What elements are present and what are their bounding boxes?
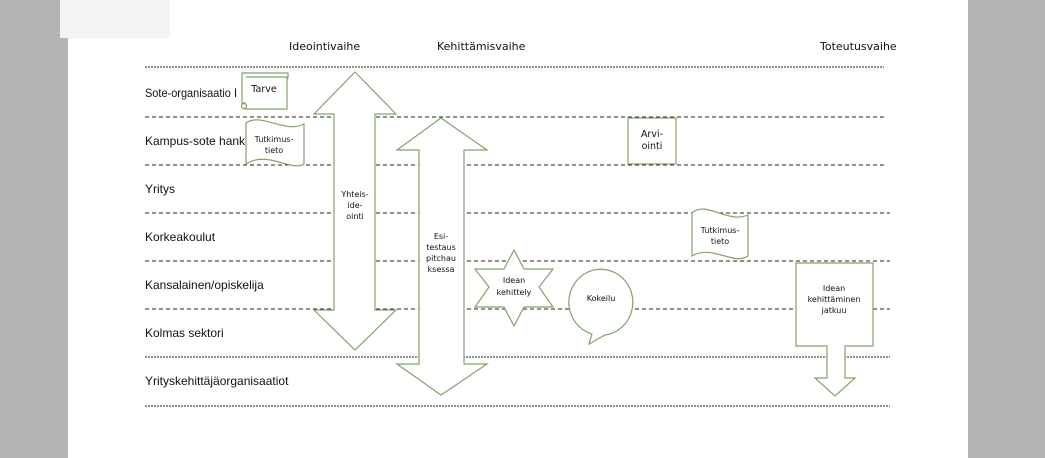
esitestaus-double-arrow: Esi- testaus pitchau ksessa <box>395 117 489 396</box>
lane-label: Yritys <box>145 182 175 196</box>
lane-label: Kampus-sote hanke <box>145 134 252 148</box>
phase-kehittamis: Kehittämisvaihe <box>437 40 526 53</box>
shape-text: Arvi- <box>641 129 663 140</box>
idean-kehittely-star: Idean kehittely <box>473 248 555 328</box>
tutkimustieto-wave-shape: Tutkimus- tieto <box>245 119 305 167</box>
shape-text: kehittely <box>497 288 532 297</box>
arviointi-box: Arvi- ointi <box>627 117 677 165</box>
tarve-scroll-shape: Tarve <box>240 72 289 110</box>
shape-text: ksessa <box>428 265 455 274</box>
shape-text: Idean <box>503 276 525 285</box>
shape-text: jatkuu <box>821 306 847 315</box>
shape-text: testaus <box>426 243 456 252</box>
tutkimustieto-wave-shape: Tutkimus- tieto <box>691 208 749 260</box>
lane-label: Kolmas sektori <box>145 326 224 340</box>
shape-text: pitchau <box>426 254 456 263</box>
phase-ideointi: Ideointivaihe <box>289 40 360 53</box>
shape-text: Tutkimus- <box>700 226 740 235</box>
shape-text: tieto <box>711 237 729 246</box>
page-corner <box>60 0 170 38</box>
shape-text: Idean <box>823 284 845 293</box>
idean-kehittaminen-jatkuu-callout: Idean kehittäminen jatkuu <box>795 262 874 397</box>
shape-text: ointi <box>346 212 364 221</box>
shape-text: ointi <box>642 141 663 152</box>
shape-text: Esi- <box>434 232 448 241</box>
lane-label: Sote-organisaatio I <box>145 86 237 100</box>
yhteisideointi-double-arrow: Yhteis- ide- ointi <box>312 71 398 351</box>
shape-text: kehittäminen <box>808 295 861 304</box>
phase-toteutus: Toteutusvaihe <box>819 40 897 53</box>
shape-text: Kokeilu <box>587 294 616 303</box>
shape-text: Tutkimus- <box>254 135 294 144</box>
kokeilu-speech-bubble: Kokeilu <box>568 268 634 346</box>
lane-label: Yrityskehittäjäorganisaatiot <box>145 374 289 388</box>
shape-text: Yhteis- <box>340 190 368 199</box>
diagram-page <box>68 0 968 458</box>
lane-label: Korkeakoulut <box>145 230 216 244</box>
lane-label: Kansalainen/opiskelija <box>145 278 264 292</box>
tarve-text: Tarve <box>250 84 277 95</box>
shape-text: tieto <box>265 146 283 155</box>
shape-text: ide- <box>347 201 362 210</box>
